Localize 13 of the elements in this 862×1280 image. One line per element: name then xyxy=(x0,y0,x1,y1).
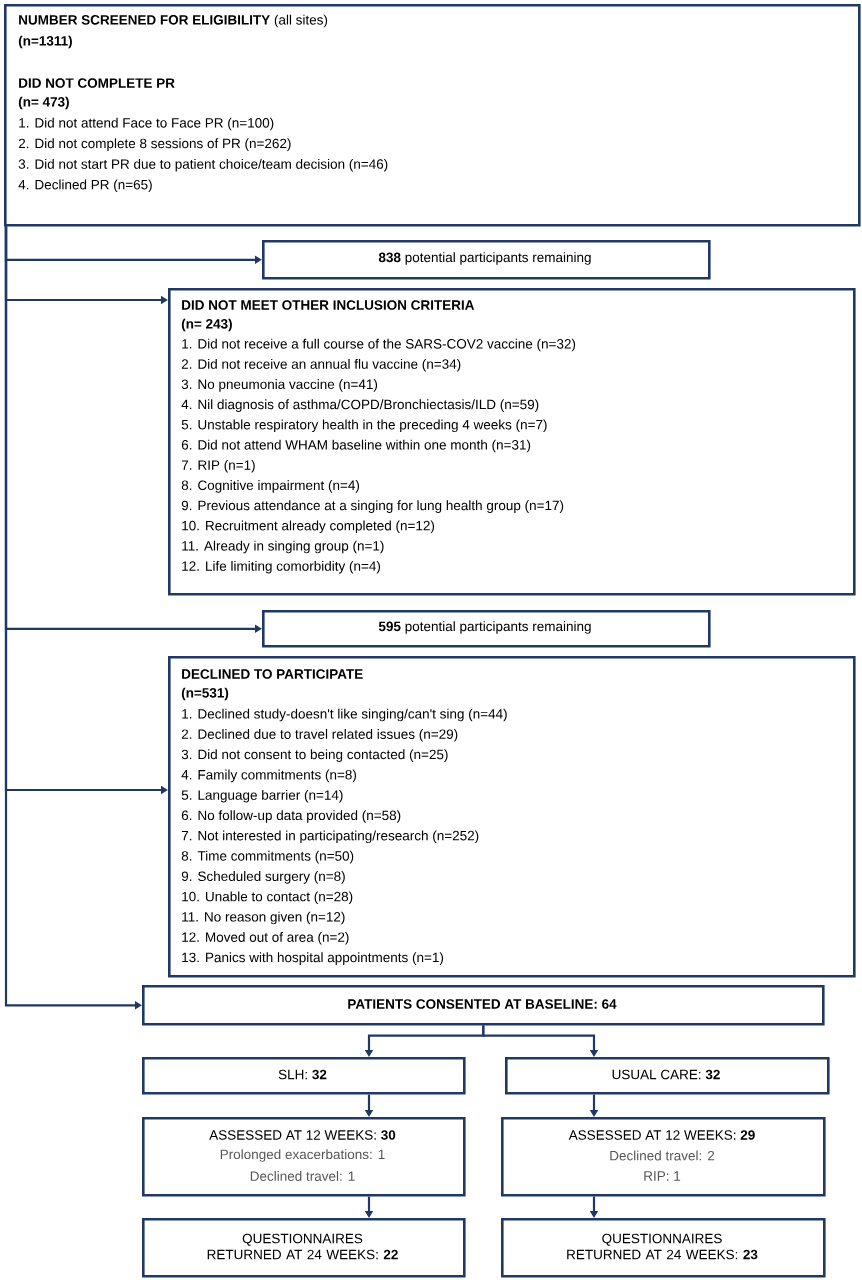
outcome-box: QUESTIONNAIRES RETURNED AT 24 WEEKS: 22 xyxy=(142,1218,466,1278)
group-box: USUAL CARE: 32 xyxy=(505,1057,830,1095)
outcome-box: QUESTIONNAIRES RETURNED AT 24 WEEKS: 23 xyxy=(501,1218,826,1278)
count-box: 595 potential participants remaining xyxy=(262,610,711,648)
exclusion-box: DECLINED TO PARTICIPATE (n=531) 1. Declined study-doesn't like singing/can't sing (n=44) 2. Declined due to travel related issues (n=29) 3. Did not consent to being contacted (n=25) 4. Family commitments (n=8) 5. Language barrier (n=14) 6. No follow-up data provided (n=58) 7. Not interested in participating/research (n=252) 8. Time commitments (n=50) 9. Scheduled surgery (n=8) 10. Unable to contact (n=28) 11. No reason given (n=12) 12. Moved out of area (n=2) 13. Panics with hospital appointments (n=1) xyxy=(168,656,856,978)
exclusion-box: DID NOT MEET OTHER INCLUSION CRITERIA (n= 243) 1. Did not receive a full course of the SARS-COV2 vaccine (n=32) 2. Did not receive an annual flu vaccine (n=34) 3. No pneumonia vaccine (n=41) 4. Nil diagnosis of asthma/COPD/Bronchiectasis/ILD (n=59) 5. Unstable respiratory health in the preceding 4 weeks (n=7) 6. Did not attend WHAM baseline within one month (n=31) 7. RIP (n=1) 8. Cognitive impairment (n=4) 9. Previous attendance at a singing for lung health group (n=17) 10. Recruitment already completed (n=12) 11. Already in singing group (n=1) 12. Life limiting comorbidity (n=4) xyxy=(168,288,856,596)
arrow xyxy=(482,1025,599,1057)
group-box: SLH: 32 xyxy=(142,1057,466,1095)
screening-box: NUMBER SCREENED FOR ELIGIBILITY (all sites) (n=1311) DID NOT COMPLETE PR (n= 473) 1. Did not attend Face to Face PR (n=100) 2. Did not complete 8 sessions of PR (n=262) 3. Did not start PR due to patient choice/team decision (n=46) 4. Declined PR (n=65) xyxy=(4,4,861,227)
assessment-box: ASSESSED AT 12 WEEKS: 30 Prolonged exacerbations: 1 Declined travel: 1 xyxy=(142,1117,466,1197)
consent-box: PATIENTS CONSENTED AT BASELINE: 64 xyxy=(142,985,825,1026)
count-box: 838 potential participants remaining xyxy=(262,240,711,280)
assessment-box: ASSESSED AT 12 WEEKS: 29 Declined travel: 2 RIP: 1 xyxy=(501,1117,826,1197)
